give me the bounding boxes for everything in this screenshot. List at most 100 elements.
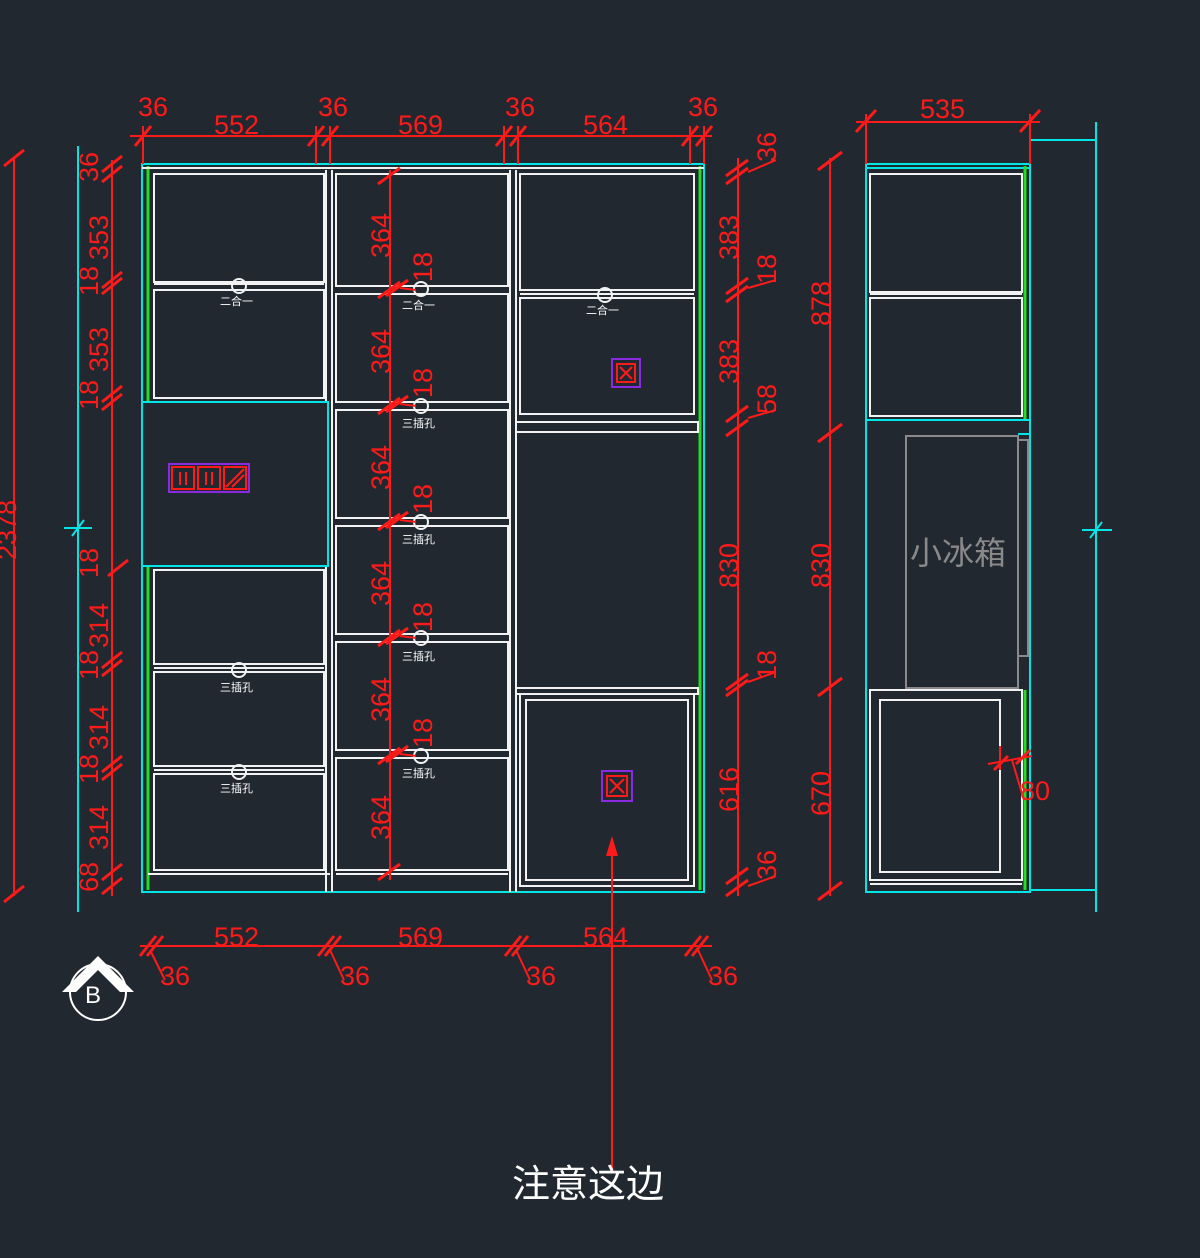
outlet-three-pin: 三插孔 (402, 630, 435, 663)
front-cabinet (141, 163, 705, 893)
dim-left: 18 (74, 754, 104, 784)
dim-side-height: 670 (806, 771, 836, 816)
bottom-dimensions: 552 569 564 36 36 36 36 (138, 922, 738, 991)
dim-left: 314 (84, 705, 114, 750)
outlet-three-pin: 三插孔 (220, 764, 253, 795)
svg-text:二合一: 二合一 (586, 303, 619, 317)
dim-side-height: 878 (806, 281, 836, 326)
svg-text:三插孔: 三插孔 (220, 680, 253, 694)
outlet-three-pin: 三插孔 (402, 748, 435, 780)
dim-top: 564 (583, 110, 628, 140)
dim-middle: 18 (408, 718, 438, 748)
dim-middle: 18 (408, 484, 438, 514)
left-dimensions: 2378 36 353 18 353 18 18 314 18 314 18 3… (0, 146, 129, 912)
mid-shelf-3 (335, 409, 509, 519)
svg-text:三插孔: 三插孔 (402, 416, 435, 430)
switch-panel-icon (168, 463, 250, 493)
dim-middle: 18 (408, 252, 438, 282)
outlet-two-in-one: 二合一 (220, 278, 253, 308)
dim-right: 383 (714, 215, 744, 260)
dim-bottom-side: 36 (340, 961, 370, 991)
dim-top: 36 (138, 92, 168, 122)
dim-right: 58 (752, 384, 782, 414)
side-view: 小冰箱 80 (865, 122, 1112, 912)
side-shelf-1 (869, 173, 1023, 293)
dim-bottom-side: 36 (526, 961, 556, 991)
outlet-three-pin: 三插孔 (402, 398, 435, 430)
outlet-two-in-one: 二合一 (586, 287, 619, 317)
dim-left: 18 (74, 266, 104, 296)
right-shelf-1 (519, 173, 695, 291)
dim-right: 36 (752, 132, 782, 162)
dim-left: 18 (74, 380, 104, 410)
dim-middle: 364 (366, 561, 396, 606)
dim-middle: 18 (408, 602, 438, 632)
outlet-box-icon (601, 770, 633, 802)
svg-text:二合一: 二合一 (220, 294, 253, 308)
dim-bottom-side: 36 (160, 961, 190, 991)
svg-text:三插孔: 三插孔 (402, 766, 435, 780)
side-shelf-2 (869, 297, 1023, 417)
dim-side-detail: 80 (1020, 776, 1050, 806)
dim-middle: 18 (408, 368, 438, 398)
left-shelf-2 (153, 289, 325, 399)
dim-left: 36 (74, 152, 104, 182)
dim-right: 18 (752, 650, 782, 680)
dim-left: 353 (84, 215, 114, 260)
outlet-box-icon (611, 358, 641, 388)
dim-middle: 364 (366, 795, 396, 840)
side-dimensions: 535 878 830 670 (806, 94, 1042, 902)
right-bottom-cabinet (519, 693, 695, 887)
side-lower-cabinet (869, 689, 1023, 881)
dim-middle: 364 (366, 329, 396, 374)
dim-middle: 364 (366, 677, 396, 722)
mid-shelf-6 (335, 757, 509, 871)
svg-text:三插孔: 三插孔 (402, 649, 435, 663)
dim-middle: 364 (366, 445, 396, 490)
outlet-three-pin: 三插孔 (220, 662, 253, 694)
dim-bottom: 552 (214, 922, 259, 952)
dim-bottom: 564 (583, 922, 628, 952)
dim-right: 36 (752, 850, 782, 880)
dim-top: 36 (688, 92, 718, 122)
svg-text:三插孔: 三插孔 (220, 781, 253, 795)
dim-bottom-side: 36 (708, 961, 738, 991)
outlet-three-pin: 三插孔 (402, 514, 435, 546)
side-lower-inner (879, 699, 1001, 873)
dim-left: 314 (84, 805, 114, 850)
outlet-symbols: 二合一 二合一 二合一 三插孔 三插孔 三插孔 三插孔 三插孔 (168, 278, 641, 802)
top-dimensions: 36 552 36 569 36 564 36 (130, 92, 718, 164)
mid-shelf-2 (335, 293, 509, 403)
left-shelf-1 (153, 173, 325, 283)
dim-right: 383 (714, 339, 744, 384)
svg-text:二合一: 二合一 (402, 298, 435, 312)
right-board (515, 421, 699, 433)
right-bottom-inner (525, 699, 689, 881)
section-marker: B (62, 956, 134, 1021)
left-shelf-3 (153, 569, 325, 665)
dim-left: 68 (74, 862, 104, 892)
right-dimensions: 36 383 18 383 58 830 18 616 36 (714, 132, 782, 898)
dim-right: 616 (714, 767, 744, 812)
mid-shelf-1 (335, 173, 509, 287)
note-text: 注意这边 (512, 1162, 664, 1206)
dim-left: 314 (84, 603, 114, 648)
dim-left-total: 2378 (0, 500, 22, 560)
dim-right: 830 (714, 543, 744, 588)
dim-bottom: 569 (398, 922, 443, 952)
dim-top: 552 (214, 110, 259, 140)
dim-top: 569 (398, 110, 443, 140)
fridge-label: 小冰箱 (910, 534, 1006, 572)
middle-dimensions: 364 18 364 18 364 18 364 18 364 18 364 (366, 166, 438, 882)
dim-right: 18 (752, 254, 782, 284)
right-shelf-2 (519, 297, 695, 415)
dim-side-height: 830 (806, 543, 836, 588)
open-niche (141, 401, 329, 567)
dim-left: 18 (74, 548, 104, 578)
dim-middle: 364 (366, 213, 396, 258)
dim-left: 18 (74, 650, 104, 680)
mid-shelf-4 (335, 525, 509, 635)
note-callout: 注意这边 (512, 836, 664, 1206)
section-marker-label: B (85, 982, 101, 1009)
